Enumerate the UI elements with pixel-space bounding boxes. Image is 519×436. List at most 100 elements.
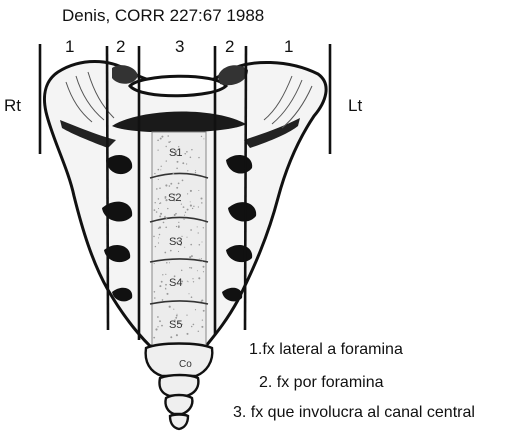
stipple-dot (158, 237, 159, 238)
stipple-dot (173, 173, 175, 175)
stipple-dot (156, 188, 158, 190)
stipple-dot (159, 320, 161, 322)
stipple-dot (191, 296, 193, 298)
stipple-dot (159, 285, 161, 287)
stipple-dot (154, 202, 155, 203)
stipple-dot (165, 288, 166, 289)
stipple-dot (176, 168, 178, 170)
stipple-dot (190, 190, 192, 192)
zone-line-right-inner (107, 46, 108, 330)
stipple-dot (156, 211, 158, 213)
stipple-dot (201, 326, 203, 328)
stipple-dot (162, 299, 164, 301)
stipple-dot (203, 227, 204, 228)
s1-body-top (130, 76, 226, 96)
stipple-dot (161, 325, 163, 327)
coccyx (146, 344, 213, 430)
stipple-dot (197, 226, 198, 227)
stipple-dot (170, 141, 171, 142)
stipple-dot (178, 183, 180, 185)
stipple-dot (201, 202, 203, 204)
stipple-dot (183, 206, 185, 208)
segment-label-s4: S4 (169, 278, 182, 289)
stipple-dot (155, 246, 156, 247)
stipple-dot (190, 244, 192, 246)
stipple-dot (186, 151, 188, 153)
stipple-dot (193, 324, 195, 326)
stipple-dot (176, 226, 177, 227)
stipple-dot (190, 157, 192, 159)
stipple-dot (193, 206, 194, 207)
stipple-dot (181, 270, 182, 271)
stipple-dot (195, 309, 196, 310)
stipple-dot (199, 259, 200, 260)
stipple-dot (198, 232, 199, 233)
stipple-dot (203, 271, 204, 272)
stipple-dot (184, 247, 185, 248)
stipple-dot (173, 309, 174, 310)
stipple-dot (160, 138, 162, 140)
stipple-dot (162, 274, 163, 275)
stipple-dot (191, 255, 193, 257)
zone-label-right-2: 2 (116, 38, 125, 55)
stipple-dot (187, 170, 188, 171)
stipple-dot (192, 208, 193, 209)
stipple-dot (158, 179, 159, 180)
segment-label-s2: S2 (168, 193, 181, 204)
stipple-dot (201, 299, 203, 301)
stipple-dot (182, 180, 184, 182)
stipple-dot (176, 187, 178, 189)
zone-label-center-3: 3 (175, 38, 184, 55)
stipple-dot (159, 215, 161, 217)
stipple-dot (154, 263, 155, 264)
stipple-dot (190, 205, 192, 207)
zone-label-left-1: 1 (284, 38, 293, 55)
stipple-dot (167, 208, 168, 209)
stipple-dot (198, 331, 199, 332)
stipple-dot (190, 201, 191, 202)
stipple-dot (197, 270, 198, 271)
stipple-dot (169, 185, 171, 187)
stipple-dot (186, 237, 187, 238)
stipple-dot (154, 173, 155, 174)
stipple-dot (187, 281, 188, 282)
stipple-dot (153, 337, 155, 339)
coccyx-label: Co (179, 360, 192, 370)
stipple-dot (191, 267, 193, 269)
stipple-dot (201, 136, 202, 137)
stipple-dot (185, 212, 186, 213)
stipple-dot (176, 315, 178, 317)
stipple-dot (157, 326, 158, 327)
stipple-dot (191, 149, 192, 150)
stipple-dot (178, 251, 179, 252)
stipple-dot (198, 190, 199, 191)
stipple-dot (163, 222, 165, 224)
stipple-dot (202, 319, 203, 320)
stipple-dot (178, 222, 179, 223)
segment-label-s5: S5 (169, 320, 182, 331)
stipple-dot (189, 256, 191, 258)
stipple-dot (192, 278, 193, 279)
stipple-dot (157, 139, 159, 141)
stipple-dot (201, 261, 202, 262)
stipple-dot (170, 183, 172, 185)
stipple-dot (158, 169, 160, 171)
stipple-dot (195, 172, 196, 173)
stipple-dot (188, 293, 189, 294)
stipple-dot (193, 281, 194, 282)
side-label-right: Rt (4, 97, 21, 114)
stipple-dot (165, 274, 166, 275)
stipple-dot (160, 213, 162, 215)
stipple-dot (161, 166, 162, 167)
stipple-dot (158, 198, 160, 200)
stipple-dot (189, 267, 190, 268)
stipple-dot (158, 208, 159, 209)
stipple-dot (186, 314, 187, 315)
stipple-dot (157, 149, 158, 150)
segment-label-s3: S3 (169, 237, 182, 248)
stipple-dot (154, 291, 156, 293)
stipple-dot (166, 293, 168, 295)
stipple-dot (161, 136, 163, 138)
